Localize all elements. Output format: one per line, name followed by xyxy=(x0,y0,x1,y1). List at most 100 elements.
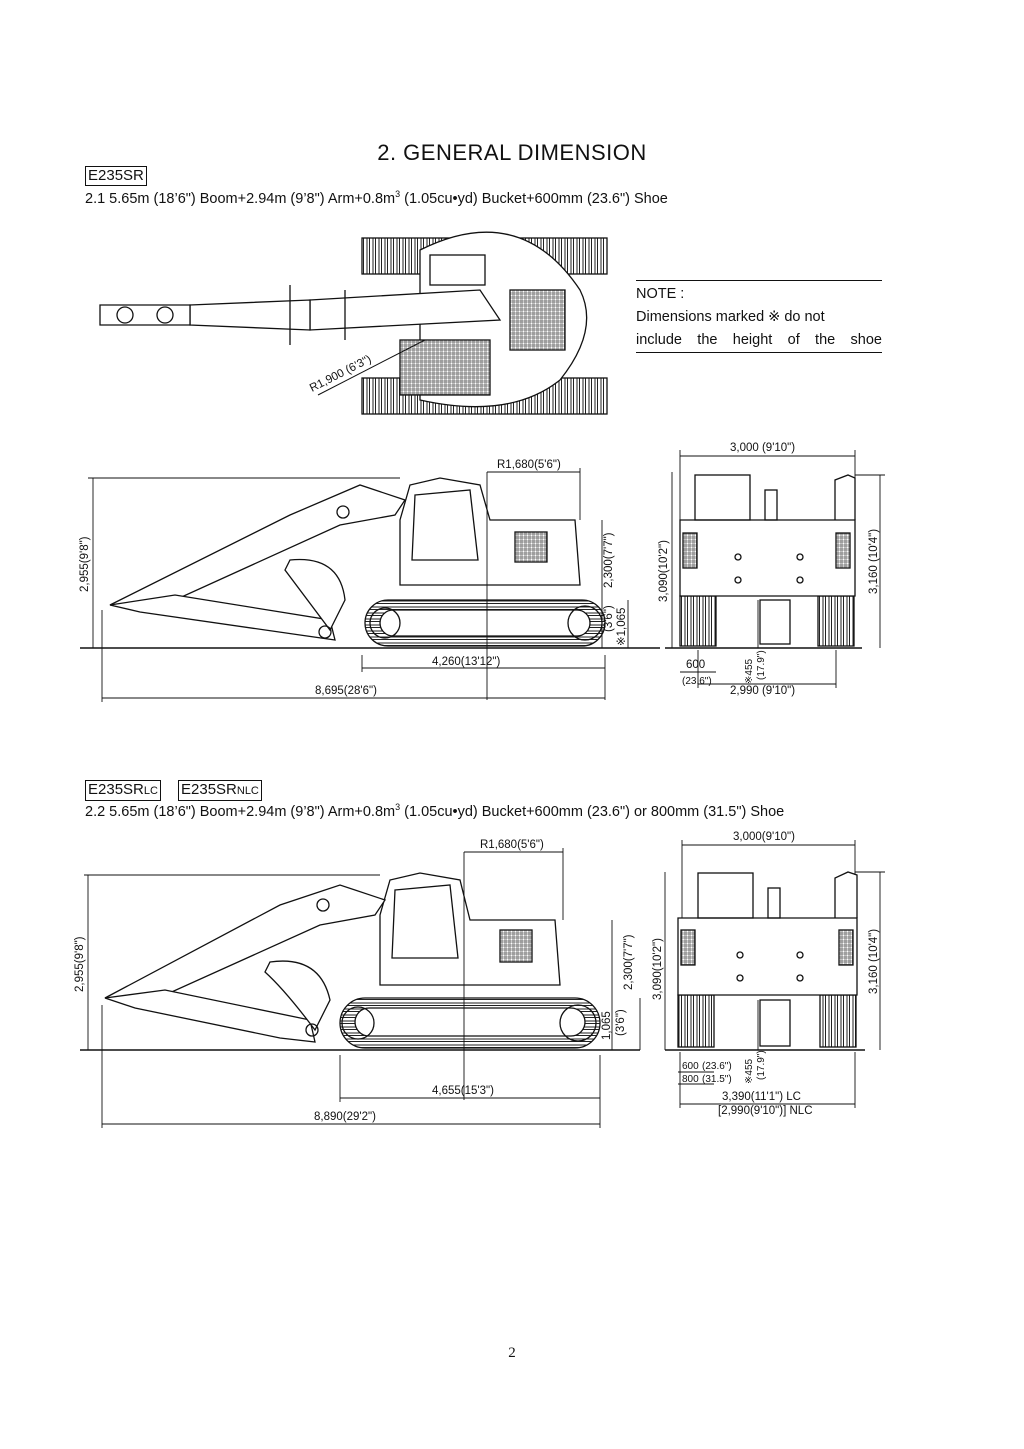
rear-handrail xyxy=(834,871,858,918)
caption-text: 2.2 5.65m (18’6") Boom+2.94m (9’8") Arm+… xyxy=(85,803,396,820)
dim-shoe-width-in: (23.6") xyxy=(682,676,712,687)
page-number: 2 xyxy=(508,1345,516,1361)
side-arm xyxy=(104,989,316,1043)
top-pin xyxy=(116,306,134,324)
rear-view-drawing-2 xyxy=(665,871,865,1051)
note-line-1: Dimensions marked ※ do not xyxy=(636,309,825,325)
dim-rear-clearance: ※455 xyxy=(744,658,755,684)
rear-dimension-lines-2 xyxy=(664,840,885,1108)
section2-caption: 2.2 5.65m (18’6") Boom+2.94m (9’8") Arm+… xyxy=(85,802,784,820)
side-cab-window xyxy=(411,489,479,561)
note-box: NOTE : Dimensions marked ※ do not includ… xyxy=(636,280,882,353)
model-suffix: LC xyxy=(143,785,158,797)
dim-rear-height-right: 3,160 (10'4") xyxy=(868,529,880,594)
dim-shoe-width: 600 xyxy=(686,659,705,671)
dim-rear-height-right: 3,160 (10'4") xyxy=(868,929,880,994)
idler-wheel xyxy=(369,607,401,639)
dim-overall-length: 8,890(29'2") xyxy=(314,1111,376,1123)
model-label-e235srlc: E235SRLC xyxy=(85,780,161,801)
dim-overall-height: 2,955(9'8") xyxy=(74,936,86,992)
side-grille xyxy=(499,929,533,963)
rear-cab xyxy=(697,872,754,919)
dim-shoe-600-in: (23.6") xyxy=(702,1061,732,1072)
rear-dimension-lines-1 xyxy=(671,450,885,688)
top-pin xyxy=(156,306,174,324)
rear-track-left xyxy=(677,994,715,1048)
rear-bolt xyxy=(796,576,804,584)
rear-undercarriage xyxy=(759,999,791,1047)
dim-ground-clearance-ft: (3'6") xyxy=(615,1009,627,1036)
rear-bolt xyxy=(736,974,744,982)
rear-handrail xyxy=(834,474,856,520)
caption-text: 2.1 5.65m (18’6") Boom+2.94m (9’8") Arm+… xyxy=(85,190,396,207)
dim-ground-clearance-ft: (3'6") xyxy=(603,605,615,632)
rear-view-drawing-1 xyxy=(665,474,862,649)
top-view-drawing xyxy=(99,231,608,415)
sprocket-wheel xyxy=(559,1004,597,1042)
side-cab-window xyxy=(391,884,459,959)
dim-ground-clearance: ※1,065 xyxy=(616,608,628,646)
dim-rear-clearance: ※455 xyxy=(744,1058,755,1084)
rear-cab xyxy=(694,474,751,521)
rear-track-right xyxy=(817,595,855,647)
dim-track-width-nlc: [2,990(9'10")] NLC xyxy=(718,1105,813,1117)
side-pin xyxy=(316,898,330,912)
rear-exhaust xyxy=(764,489,778,521)
idler-wheel xyxy=(341,1006,375,1040)
side-pin xyxy=(336,505,350,519)
dim-tail-radius: R1,680(5'6") xyxy=(480,839,544,851)
side-bucket xyxy=(264,960,331,1032)
note-heading: NOTE : xyxy=(636,286,685,302)
dim-rear-width: 3,000 (9'10") xyxy=(730,442,795,454)
top-engine-grille xyxy=(399,339,491,396)
dim-rear-height-left: 3,090(10'2") xyxy=(658,540,670,602)
dim-track-length: 4,655(15'3") xyxy=(432,1085,494,1097)
model-text: E235SR xyxy=(88,781,144,798)
page-title: 2. GENERAL DIMENSION xyxy=(377,140,647,165)
side-upper-body xyxy=(379,872,561,986)
rear-body xyxy=(679,519,856,597)
side-track-frame xyxy=(354,1007,586,1037)
side-grille xyxy=(514,531,548,563)
top-arm xyxy=(189,299,311,331)
model-label-e235sr: E235SR xyxy=(85,166,147,186)
side-pin xyxy=(318,625,332,639)
model-suffix: NLC xyxy=(236,785,259,797)
dim-overall-length: 8,695(28'6") xyxy=(315,685,377,697)
rear-lamp-left xyxy=(682,532,698,569)
caption-superscript: 3 xyxy=(395,802,401,812)
rear-lamp-right xyxy=(838,929,854,966)
caption-superscript: 3 xyxy=(395,189,401,199)
side-boom xyxy=(104,884,387,999)
rear-undercarriage xyxy=(759,599,791,645)
dim-tail-radius: R1,680(5'6") xyxy=(497,459,561,471)
caption-text-end: (1.05cu•yd) Bucket+600mm (23.6") Shoe xyxy=(400,190,668,207)
model-label-e235srnlc: E235SRNLC xyxy=(178,780,262,801)
side-dimension-lines-2 xyxy=(84,848,641,1128)
top-radius-leader xyxy=(317,339,426,396)
side-arm xyxy=(109,594,336,641)
rear-track-right xyxy=(819,994,857,1048)
model-text: E235SR xyxy=(181,781,237,798)
side-view-drawing-1 xyxy=(80,477,660,649)
top-counterweight-grille xyxy=(509,289,566,351)
rear-body xyxy=(677,917,858,996)
dim-rear-width: 3,000(9'10") xyxy=(733,831,795,843)
dim-rear-height-left: 3,090(10'2") xyxy=(652,938,664,1000)
dim-shoe-800-in: (31.5") xyxy=(702,1074,732,1085)
dim-overall-height: 2,955(9'8") xyxy=(79,536,91,592)
dim-cab-height: 2,300(7'7") xyxy=(603,532,615,588)
rear-lamp-right xyxy=(835,532,851,569)
dim-rear-clearance-in: (17.9") xyxy=(756,650,767,680)
rear-bolt xyxy=(734,553,742,561)
rear-bolt xyxy=(734,576,742,584)
model-text: E235SR xyxy=(88,167,144,184)
side-boom xyxy=(109,484,407,606)
rear-bolt xyxy=(796,553,804,561)
dim-cab-height: 2,300(7'7") xyxy=(623,934,635,990)
note-line-2: include the height of the shoe xyxy=(636,329,882,353)
dim-track-width-lc: 3,390(11'1") LC xyxy=(722,1091,801,1103)
dim-track-width: 2,990 (9'10") xyxy=(730,685,795,697)
rear-bolt xyxy=(796,951,804,959)
